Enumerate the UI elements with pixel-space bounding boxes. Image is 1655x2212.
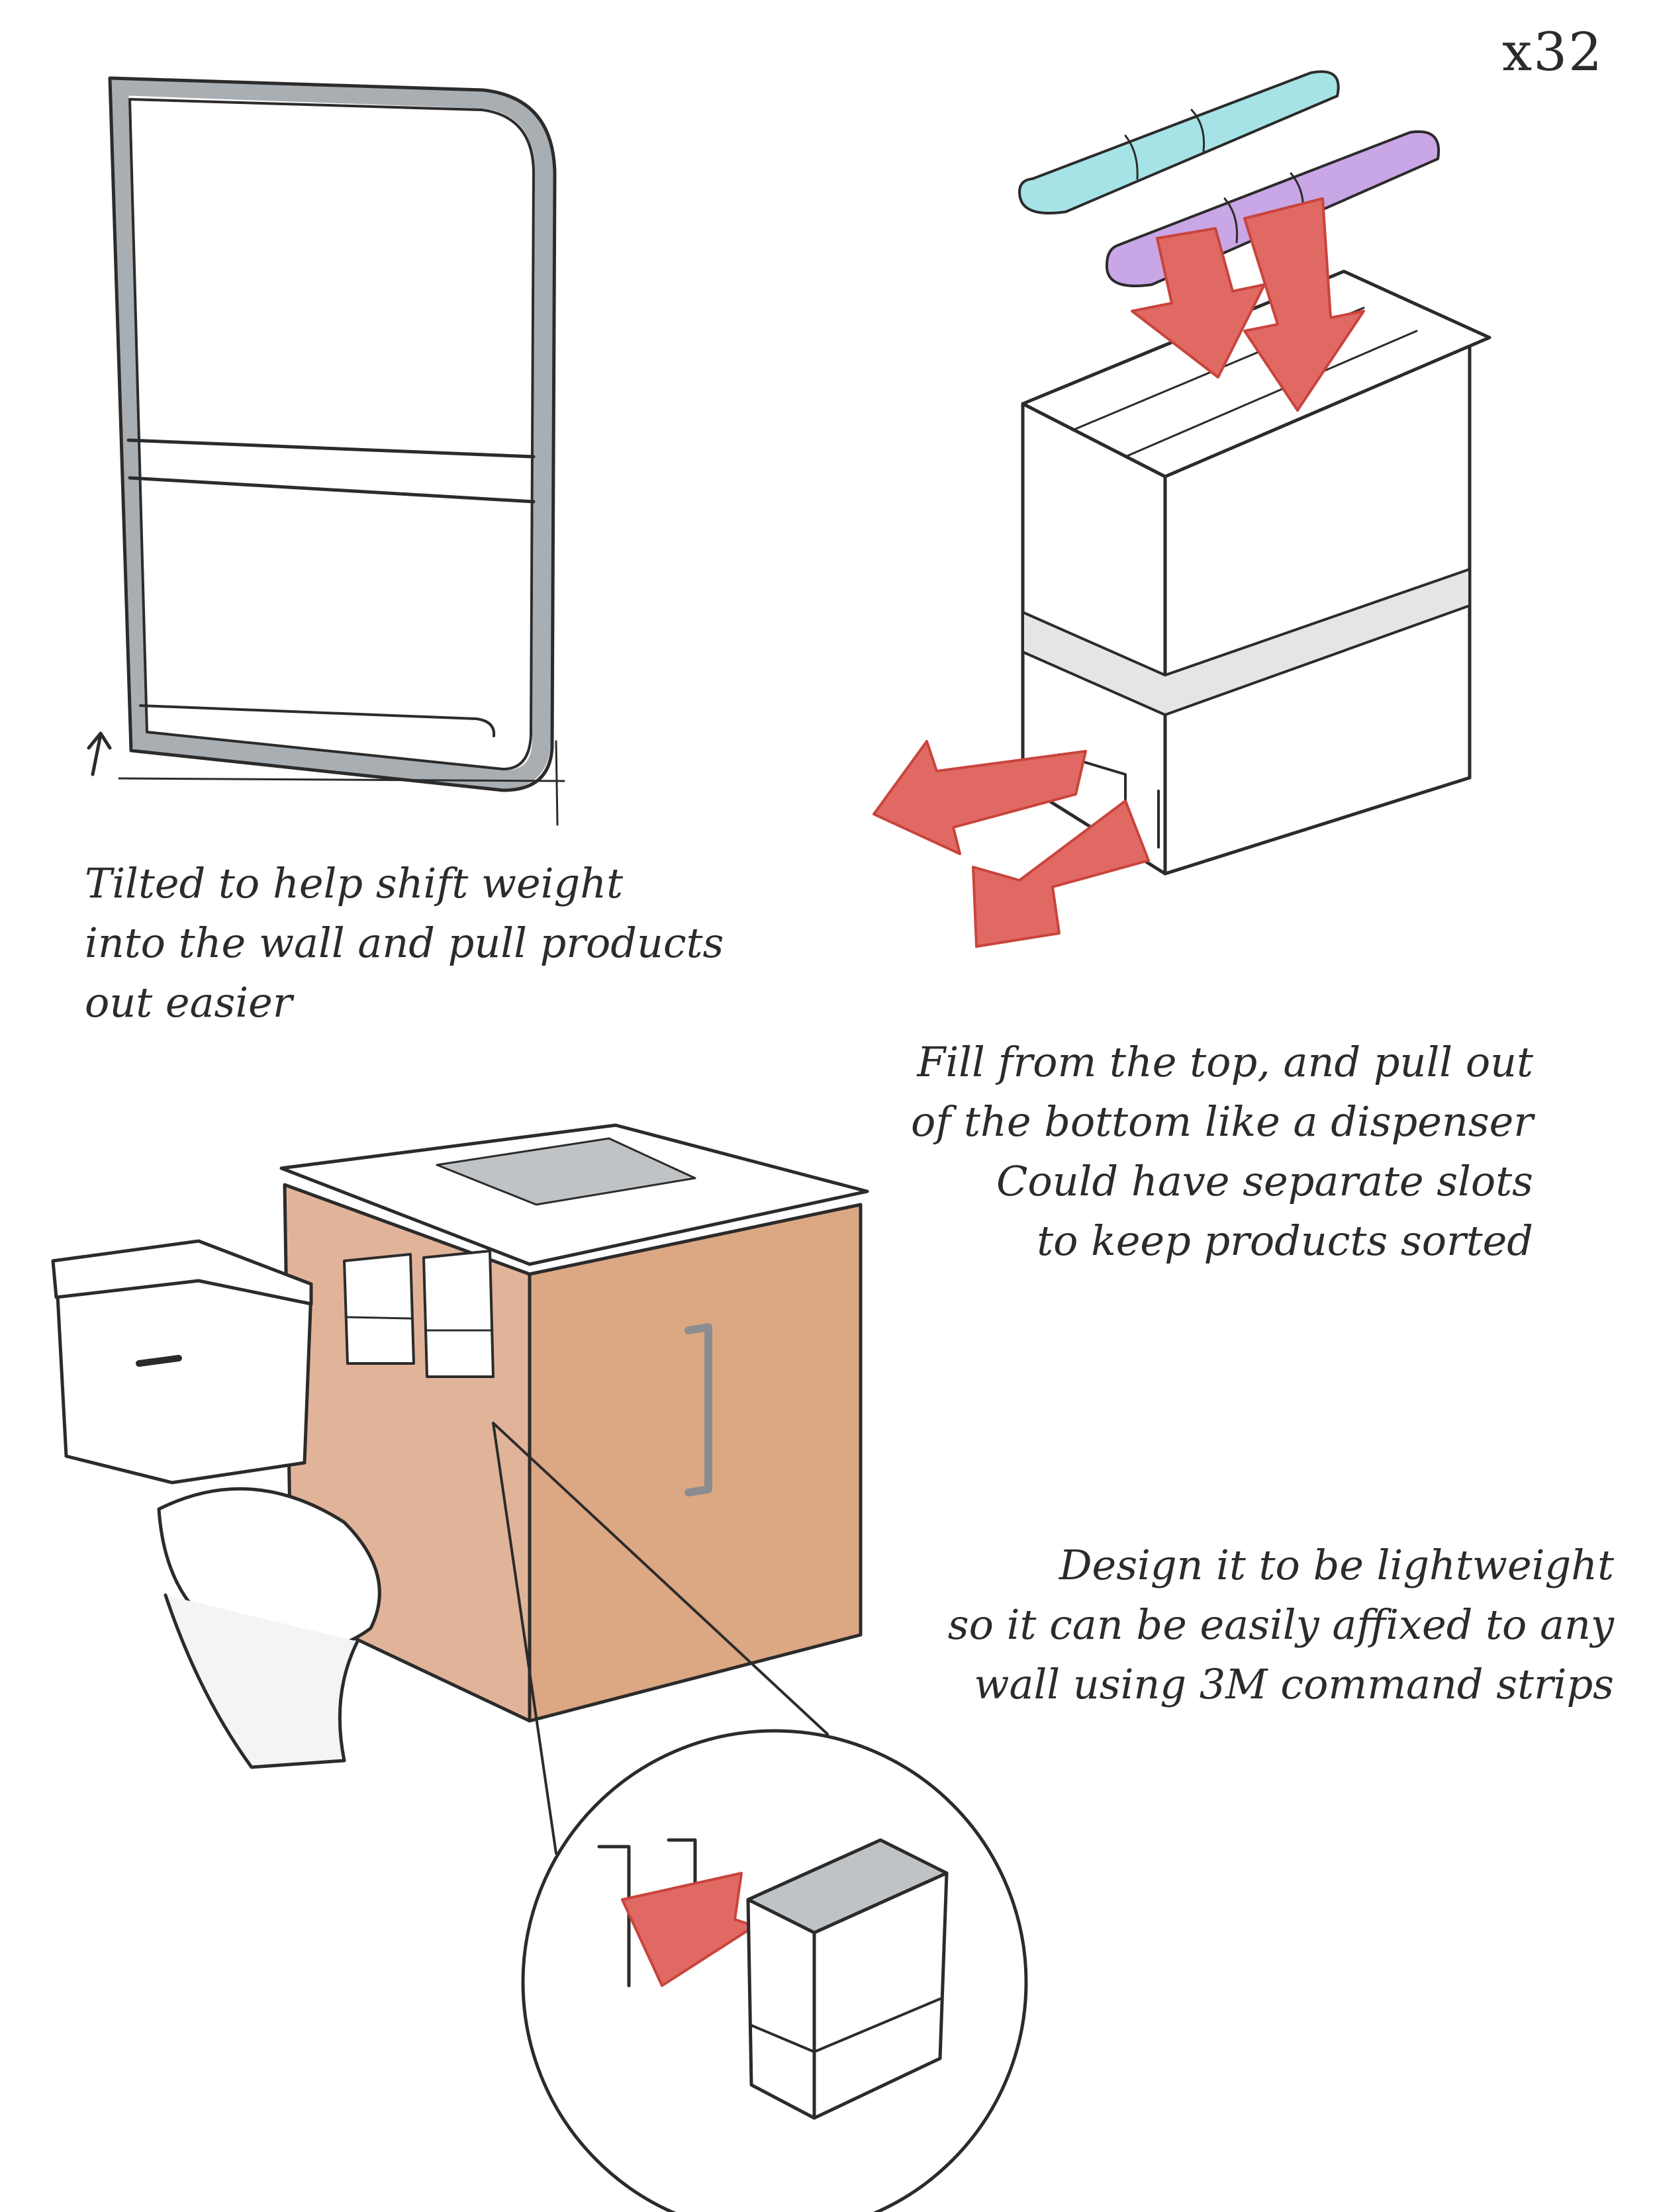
organizer-frame-outline xyxy=(108,76,557,792)
mini-organizer-right xyxy=(422,1250,495,1378)
dispenser-sketch xyxy=(873,70,1491,948)
vanity-sink xyxy=(436,1137,696,1206)
floor-line xyxy=(118,777,565,782)
arrow-down-left-icon xyxy=(1131,227,1266,379)
note-tilt-line: Tilted to help shift weight xyxy=(85,859,624,907)
detail-arrow-icon xyxy=(621,1872,756,1987)
callout-lines xyxy=(492,1422,829,1855)
shelf-line-1 xyxy=(126,438,536,459)
tilt-arrow-icon xyxy=(87,731,112,776)
note-tilt-line: into the wall and pull products xyxy=(85,919,724,967)
note-fill: Fill from the top, and pull out of the b… xyxy=(911,1033,1533,1271)
toilet-flush-handle xyxy=(136,1355,182,1367)
toilet-base xyxy=(164,1593,359,1769)
note-lightweight: Design it to be lightweight so it can be… xyxy=(948,1536,1614,1714)
note-lightweight-line: wall using 3M command strips xyxy=(974,1660,1614,1708)
detail-organizer xyxy=(597,1838,949,2120)
note-lightweight-line: Design it to be lightweight xyxy=(1059,1541,1614,1589)
quantity-label: x32 xyxy=(1502,21,1603,83)
arrow-out-bottom-icon xyxy=(972,800,1150,948)
bottom-tray xyxy=(139,704,496,737)
note-tilt: Tilted to help shift weight into the wal… xyxy=(85,854,724,1033)
roll-cyan xyxy=(1018,70,1340,214)
note-fill-line: Could have separate slots xyxy=(996,1157,1533,1205)
note-fill-line: of the bottom like a dispenser xyxy=(911,1097,1533,1146)
wall-line xyxy=(555,740,559,826)
mini-organizer-left xyxy=(343,1253,415,1365)
toilet-tank-lid xyxy=(51,1239,313,1306)
organizer-inner-outline xyxy=(128,98,535,770)
bathroom-scene-sketch xyxy=(51,1123,1028,2212)
tilted-organizer-sketch xyxy=(87,76,565,826)
arrow-out-top-icon xyxy=(873,740,1087,855)
arrow-down-right-icon xyxy=(1243,197,1365,412)
note-fill-line: Fill from the top, and pull out xyxy=(917,1038,1533,1086)
box-band xyxy=(1021,568,1471,716)
note-tilt-line: out easier xyxy=(85,978,293,1027)
shelf-line-2 xyxy=(128,476,536,504)
note-fill-line: to keep products sorted xyxy=(1037,1217,1533,1265)
vanity-side xyxy=(528,1203,863,1723)
note-lightweight-line: so it can be easily affixed to any xyxy=(947,1600,1614,1649)
cabinet-handle xyxy=(685,1323,712,1497)
organizer-frame xyxy=(110,77,553,789)
